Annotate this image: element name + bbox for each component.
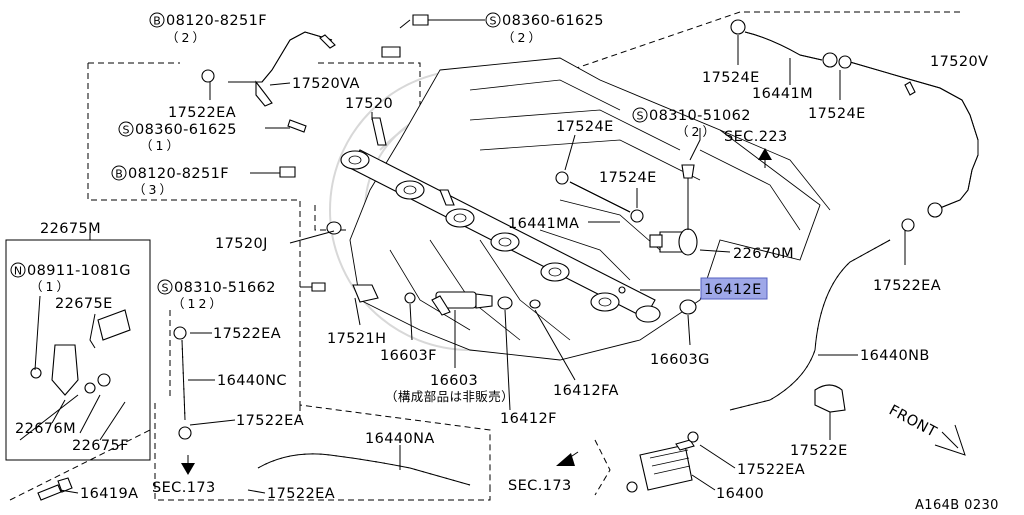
label-16440nb[interactable]: 16440NB: [860, 348, 930, 364]
marker-s-mid: S: [123, 124, 130, 137]
label-17520va[interactable]: 17520VA: [292, 76, 360, 92]
label-22676m[interactable]: 22676M: [15, 421, 76, 437]
highlight-16412e[interactable]: [700, 277, 768, 300]
label-17522ea-topleft[interactable]: 17522EA: [168, 105, 236, 121]
hose-16441m: [730, 19, 838, 68]
label-s-08360-61625-top[interactable]: 08360-61625: [502, 13, 604, 29]
marker-b-top: B: [153, 15, 161, 28]
label-17522ea-bottomleft[interactable]: 17522EA: [236, 413, 304, 429]
label-b-08120-8251f-mid[interactable]: 08120-8251F: [128, 166, 229, 182]
label-s-08310-51062[interactable]: 08310-51062: [649, 108, 751, 124]
label-s-08360-61625-mid[interactable]: 08360-61625: [135, 122, 237, 138]
label-17522ea-right[interactable]: 17522EA: [873, 278, 941, 294]
label-16412e[interactable]: 16412E: [704, 282, 762, 298]
label-16400[interactable]: 16400: [716, 486, 764, 502]
intake-manifold-sketch: [349, 57, 831, 361]
inset-box-22675m: [5, 232, 151, 461]
label-17522ea-bottom[interactable]: 17522EA: [267, 486, 335, 502]
label-17520[interactable]: 17520: [345, 96, 393, 112]
label-16441ma[interactable]: 16441MA: [508, 216, 579, 232]
hose-16440nb: [729, 218, 915, 411]
label-qty-1-a: （1）: [140, 138, 182, 153]
label-qty-1-b: （1）: [30, 279, 72, 294]
label-22675e[interactable]: 22675E: [55, 296, 113, 312]
label-qty-12: （12）: [172, 296, 225, 311]
label-sec-173-left[interactable]: SEC.173: [152, 480, 216, 496]
label-16419a[interactable]: 16419A: [80, 486, 138, 502]
label-16603f[interactable]: 16603F: [380, 348, 437, 364]
pressure-regulator: [649, 164, 698, 256]
label-17524e-mid2[interactable]: 17524E: [599, 170, 657, 186]
front-arrow: [934, 424, 966, 456]
label-16440nc[interactable]: 16440NC: [217, 373, 287, 389]
label-17520v[interactable]: 17520V: [930, 54, 988, 70]
fuel-filter-16400: [626, 431, 699, 493]
small-parts: [279, 14, 429, 303]
label-17521h[interactable]: 17521H: [327, 331, 386, 347]
label-17522ea-bottomright[interactable]: 17522EA: [737, 462, 805, 478]
label-n-08911-1081g[interactable]: 08911-1081G: [27, 263, 131, 279]
arrow-sec173-mid: [556, 451, 579, 466]
label-17522e[interactable]: 17522E: [790, 443, 848, 459]
label-22670m[interactable]: 22670M: [733, 246, 794, 262]
bolt-16419a: [37, 477, 73, 501]
hose-16440nc: [173, 326, 192, 440]
tube-17520va: [201, 31, 336, 107]
marker-s-left: S: [162, 282, 169, 295]
marker-s-top: S: [490, 15, 497, 28]
label-16441m[interactable]: 16441M: [752, 86, 813, 102]
marker-b-mid: B: [115, 168, 123, 181]
label-qty-2-a: （2）: [166, 30, 208, 45]
tube-17520v: [838, 55, 979, 218]
label-16440na[interactable]: 16440NA: [365, 431, 435, 447]
leader-lines: [34, 19, 906, 494]
label-front: FRONT: [886, 402, 939, 440]
label-qty-3: （3）: [133, 182, 175, 197]
label-diagram-code: A164B 0230: [915, 498, 999, 511]
label-sec-173-mid[interactable]: SEC.173: [508, 478, 572, 494]
marker-n: N: [14, 265, 22, 278]
marker-circles: [10, 12, 648, 295]
label-17522ea-midleft[interactable]: 17522EA: [213, 326, 281, 342]
arrow-sec173-left: [181, 455, 195, 475]
label-qty-2-c: （2）: [676, 124, 718, 139]
label-16603[interactable]: 16603: [430, 373, 478, 389]
label-17524e-right[interactable]: 17524E: [808, 106, 866, 122]
label-sec-223[interactable]: SEC.223: [724, 129, 788, 145]
label-16412f[interactable]: 16412F: [500, 411, 557, 427]
label-s-08310-51662[interactable]: 08310-51662: [174, 280, 276, 296]
fuel-rail: [340, 117, 661, 323]
arrow-sec223: [758, 148, 772, 168]
clip-17522e: [814, 384, 846, 413]
label-b-08120-8251f-top[interactable]: 08120-8251F: [166, 13, 267, 29]
label-jp-note: （構成部品は非販売）: [385, 389, 514, 404]
hose-16441ma: [555, 171, 644, 223]
label-16603g[interactable]: 16603G: [650, 352, 710, 368]
marker-s-right: S: [637, 110, 644, 123]
injector-16603: [404, 286, 697, 316]
label-17520j[interactable]: 17520J: [215, 236, 268, 252]
label-17524e-mid[interactable]: 17524E: [556, 119, 614, 135]
label-22675f[interactable]: 22675F: [72, 438, 129, 454]
label-qty-2-b: （2）: [502, 30, 544, 45]
label-22675m[interactable]: 22675M: [40, 221, 101, 237]
hose-16440na: [257, 453, 471, 486]
label-17524e-top[interactable]: 17524E: [702, 70, 760, 86]
label-16412fa[interactable]: 16412FA: [553, 383, 619, 399]
